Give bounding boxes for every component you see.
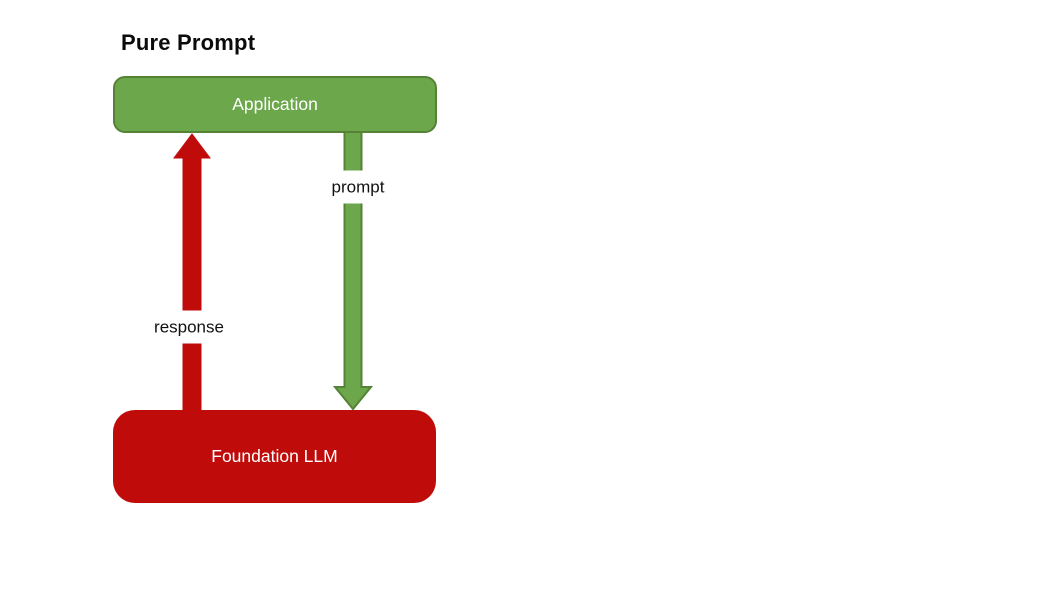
node-foundation-llm-label: Foundation LLM: [211, 446, 338, 466]
node-foundation-llm: Foundation LLM: [113, 410, 436, 503]
arrow-response-up-icon: [173, 133, 211, 413]
edge-label-response: response: [149, 310, 229, 344]
node-application: Application: [113, 76, 437, 133]
diagram-title: Pure Prompt: [121, 30, 256, 55]
edge-label-prompt: prompt: [326, 170, 390, 204]
node-application-label: Application: [232, 94, 318, 114]
